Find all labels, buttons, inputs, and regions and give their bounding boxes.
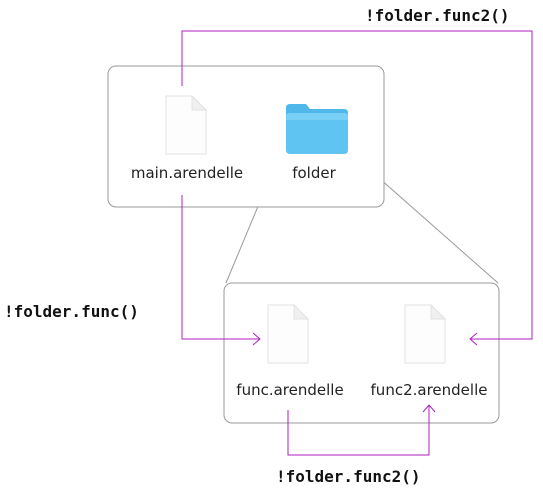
func-document-icon [267,304,309,364]
call-label-main-to-func2: !folder.func2() [365,6,510,25]
arrowhead-func2 [469,332,478,346]
main-file-label: main.arendelle [130,164,244,182]
func-file-label: func.arendelle [236,381,344,399]
call-arrow-func-to-func2 [287,405,430,456]
main-document-icon [165,95,207,155]
func2-document-icon [404,304,446,364]
folder-contents-box [223,282,500,424]
arrowhead-func2-bottom [422,404,436,413]
func2-file-label: func2.arendelle [370,381,488,399]
call-label-main-to-func: !folder.func() [4,302,139,321]
call-arrow-main-to-func2 [181,30,533,340]
arrowhead-func [252,332,261,346]
folder-label: folder [292,164,336,182]
call-label-func-to-func2: !folder.func2() [276,467,421,486]
call-arrow-main-to-func [181,195,260,340]
folder-icon [286,104,348,154]
